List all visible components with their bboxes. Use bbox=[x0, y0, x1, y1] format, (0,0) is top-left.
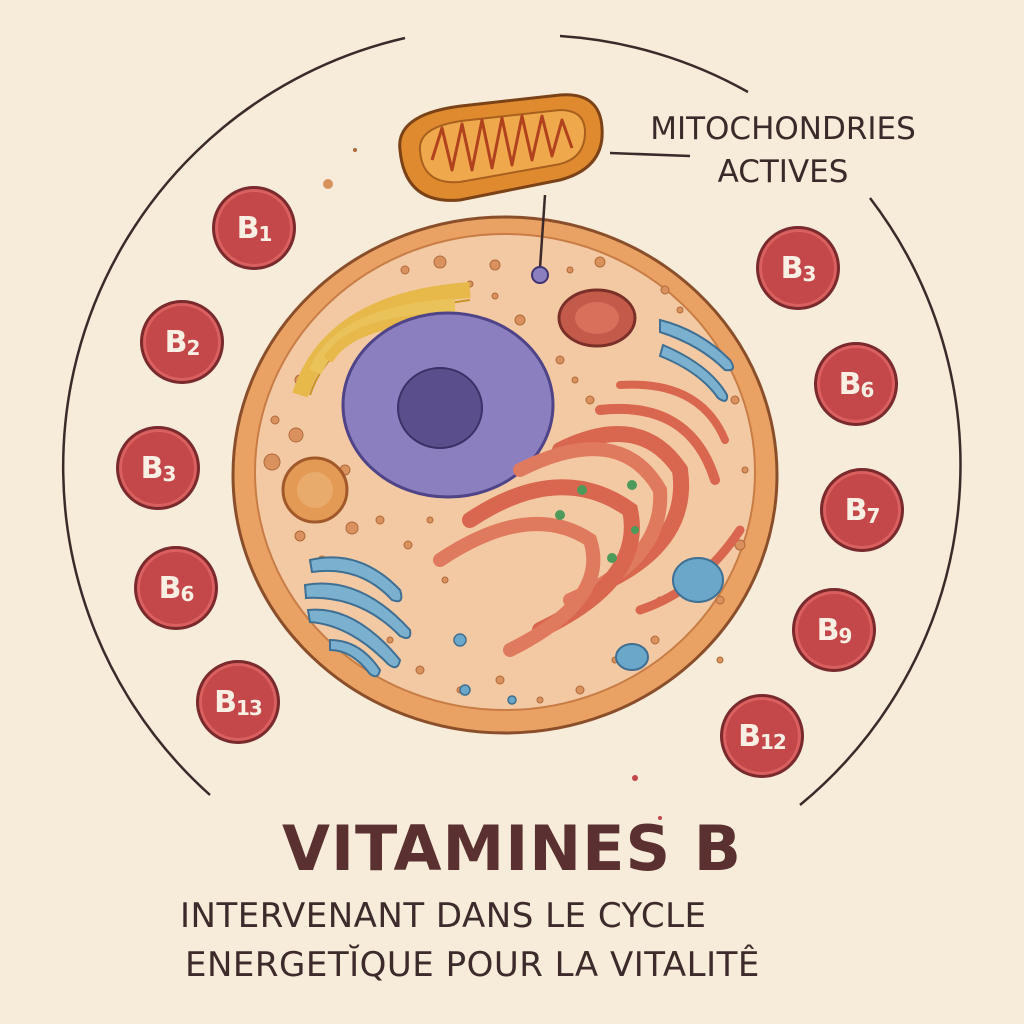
ribosomes bbox=[555, 480, 639, 563]
outer-arc-left bbox=[61, 36, 406, 796]
decor-dot bbox=[632, 775, 638, 781]
badge-number: 3 bbox=[802, 262, 816, 286]
mitochondria-label: MITOCHONDRIES ACTIVES bbox=[618, 108, 948, 194]
endoplasmic-reticulum bbox=[433, 380, 745, 657]
blue-vesicles-right bbox=[658, 318, 735, 402]
outer-arc-right bbox=[799, 197, 962, 806]
outer-arc-right-top bbox=[559, 34, 749, 94]
decor-dot bbox=[323, 179, 333, 189]
page-title: VITAMINES B bbox=[281, 812, 742, 885]
badge-letter: B bbox=[838, 366, 862, 402]
decor-dot bbox=[353, 148, 357, 152]
badge-letter: B bbox=[738, 718, 761, 754]
badge-letter: B bbox=[214, 684, 237, 720]
badge-letter: B bbox=[140, 450, 164, 486]
mitochondria-label-line1: MITOCHONDRIES bbox=[650, 111, 916, 147]
badge-number: 7 bbox=[866, 504, 880, 528]
subtitle-line1: INTERVENANT DANS LE CYCLE bbox=[180, 896, 707, 936]
vesicle-blue-1 bbox=[672, 557, 724, 603]
mitochondrion bbox=[398, 93, 604, 284]
nucleolus bbox=[397, 367, 483, 449]
badge-number: 6 bbox=[860, 378, 874, 402]
badge-letter: B bbox=[158, 570, 182, 606]
badge-letter: B bbox=[164, 324, 188, 360]
badge-letter: B bbox=[236, 210, 260, 246]
cell bbox=[231, 215, 779, 735]
badge-number: 13 bbox=[236, 696, 263, 720]
badge-number: 9 bbox=[838, 624, 852, 648]
blue-vesicles-left bbox=[303, 556, 412, 678]
subtitle-line2: ENERGETĬQUE POUR LA VITALITÊ bbox=[185, 945, 760, 985]
badge-letter: B bbox=[780, 250, 804, 286]
badge-number: 6 bbox=[180, 582, 194, 606]
mitochondria-label-line2: ACTIVES bbox=[717, 154, 849, 190]
badge-number: 12 bbox=[760, 730, 787, 754]
badge-letter: B bbox=[844, 492, 868, 528]
badge-number: 2 bbox=[186, 336, 200, 360]
vesicle-blue-2 bbox=[615, 643, 649, 671]
decor-dot bbox=[658, 816, 662, 820]
badge-letter: B bbox=[816, 612, 840, 648]
badge-number: 1 bbox=[258, 222, 272, 246]
callout-line bbox=[609, 151, 691, 158]
badge-number: 3 bbox=[162, 462, 176, 486]
